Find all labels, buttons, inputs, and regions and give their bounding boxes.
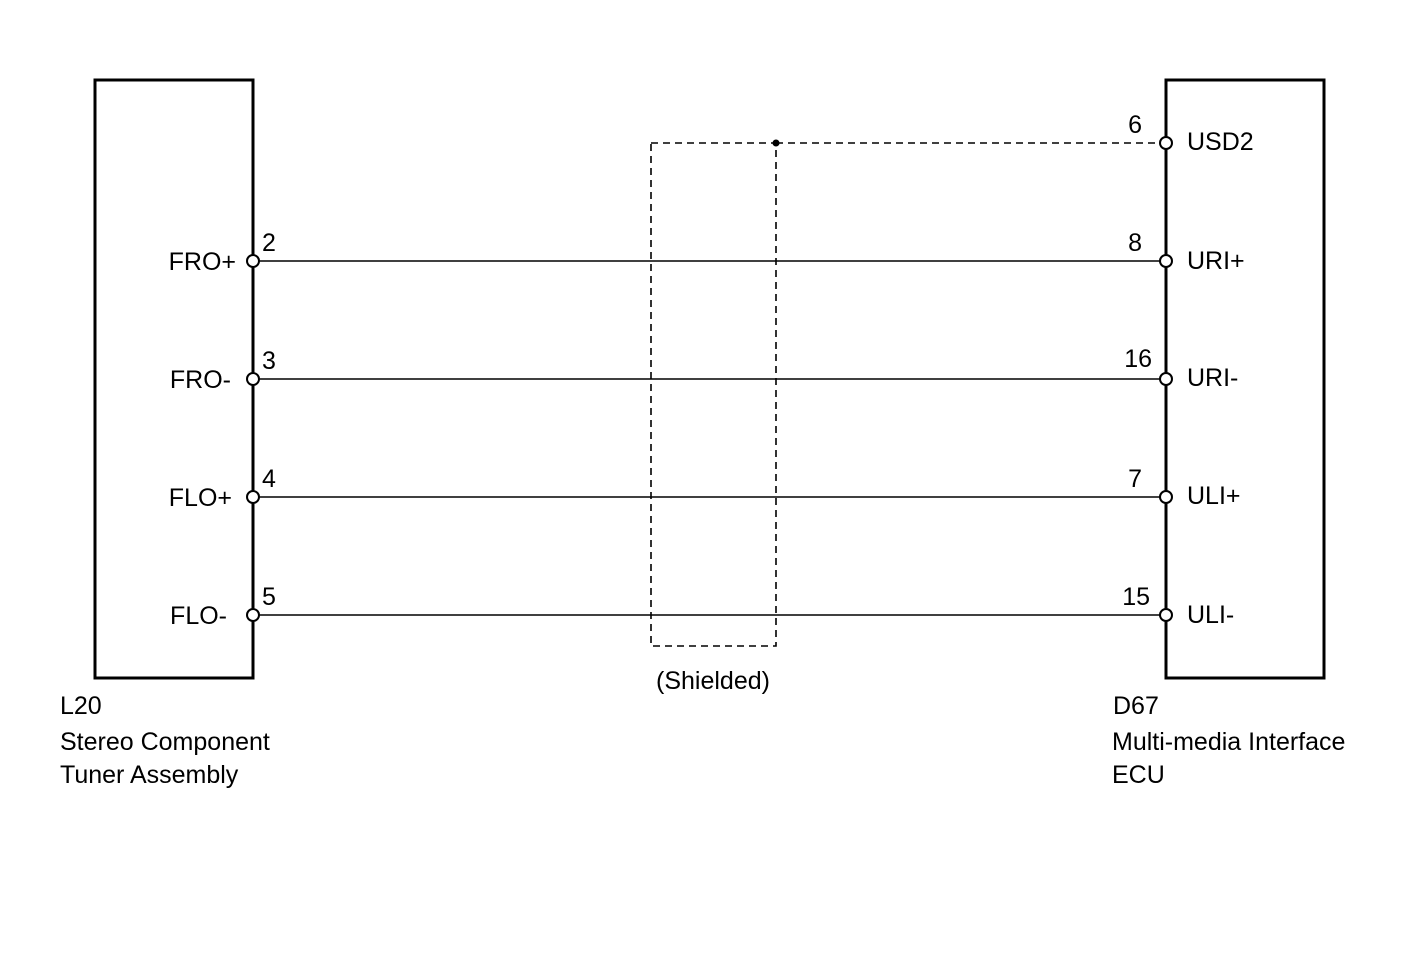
d67-pin-number: 6	[1128, 111, 1142, 139]
d67-pin-label: URI-	[1187, 364, 1238, 392]
l20-terminal-2	[246, 254, 260, 268]
l20-terminal-3	[246, 372, 260, 386]
d67-pin-label: ULI+	[1187, 482, 1241, 510]
l20-component-code: L20	[60, 692, 102, 720]
shield-junction-dot	[772, 139, 780, 147]
l20-component-name-line1: Stereo Component	[60, 728, 270, 756]
l20-terminal-4	[246, 490, 260, 504]
d67-terminal-6	[1159, 136, 1173, 150]
l20-pin-number: 5	[262, 583, 276, 611]
l20-component-name-line2: Tuner Assembly	[60, 761, 239, 789]
d67-pin-label: ULI-	[1187, 601, 1234, 629]
d67-terminal-7	[1159, 490, 1173, 504]
l20-pin-number: 4	[262, 465, 276, 493]
l20-pin-label: FLO+	[169, 484, 232, 512]
d67-pin-number: 15	[1122, 583, 1150, 611]
d67-pin-label: USD2	[1187, 128, 1254, 156]
d67-component-name-line1: Multi-media Interface	[1112, 728, 1345, 756]
l20-pin-label: FRO-	[170, 366, 231, 394]
d67-component-code: D67	[1113, 692, 1159, 720]
l20-pin-label: FRO+	[169, 248, 236, 276]
l20-pin-label: FLO-	[170, 602, 227, 630]
d67-pin-number: 7	[1128, 465, 1142, 493]
l20-terminal-5	[246, 608, 260, 622]
l20-pin-number: 3	[262, 347, 276, 375]
d67-terminal-8	[1159, 254, 1173, 268]
shield-label: (Shielded)	[656, 667, 770, 695]
d67-pin-number: 8	[1128, 229, 1142, 257]
d67-pin-number: 16	[1124, 345, 1152, 373]
l20-pin-number: 2	[262, 229, 276, 257]
shield-box	[650, 142, 777, 647]
d67-terminal-16	[1159, 372, 1173, 386]
d67-terminal-15	[1159, 608, 1173, 622]
d67-component-name-line2: ECU	[1112, 761, 1165, 789]
d67-pin-label: URI+	[1187, 247, 1245, 275]
